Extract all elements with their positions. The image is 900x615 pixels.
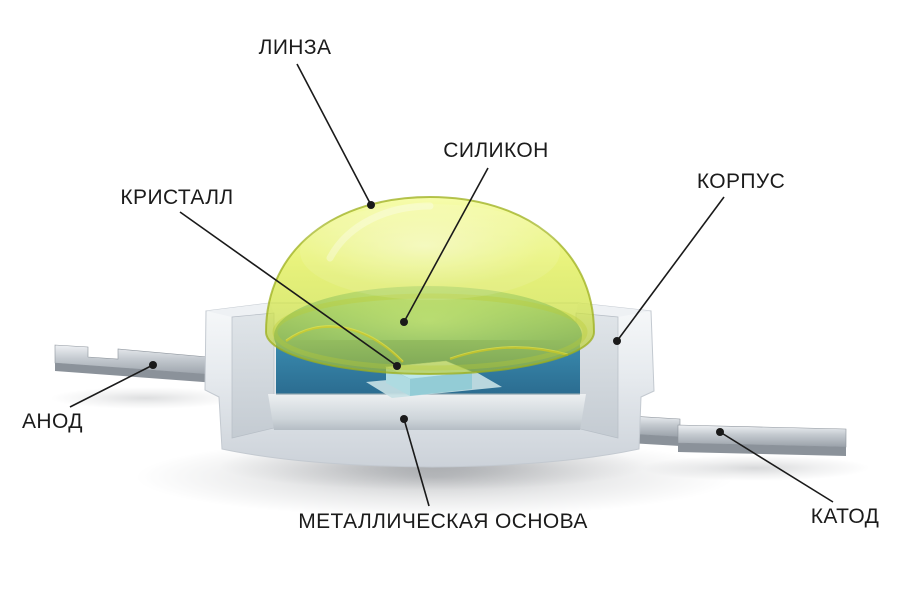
crystal-side (386, 367, 410, 396)
body-pointer-line (616, 196, 725, 342)
leader-dots (149, 201, 724, 436)
label-crystal: КРИСТАЛЛ (120, 186, 234, 209)
lens-base-ring (272, 293, 588, 371)
cathode-lead-outer-edge (678, 443, 846, 456)
label-body: КОРПУС (696, 170, 786, 193)
body-pointer-dot (613, 337, 621, 345)
lens-glow (305, 204, 545, 288)
crystal-front (410, 372, 472, 396)
label-lens: ЛИНЗА (258, 36, 332, 59)
silicone-pointer-dot (400, 318, 408, 326)
cathode-pointer-dot (716, 428, 724, 436)
anode-lead-edge (55, 363, 230, 384)
metal-base-slab (268, 394, 586, 430)
metal-base-pointer-dot (400, 415, 408, 423)
metal-base-pointer-line (403, 418, 430, 507)
label-anode: АНОД (22, 410, 83, 433)
label-cathode: КАТОД (810, 505, 880, 528)
label-silicone: СИЛИКОН (443, 139, 549, 162)
cathode-shadow (640, 455, 870, 481)
anode-pointer-line (69, 364, 154, 408)
label-metal-base: МЕТАЛЛИЧЕСКАЯ ОСНОВА (298, 510, 588, 533)
lens-gloss-crescent (326, 202, 434, 262)
anode-lead (54, 344, 231, 384)
leader-lines (69, 63, 834, 507)
lens-pointer-dot (367, 201, 375, 209)
housing-rim-right (576, 303, 651, 317)
cathode-pointer-line (719, 431, 834, 503)
lens-inner-highlight (300, 204, 560, 300)
silicone-pointer-line (403, 167, 489, 323)
anode-pointer-dot (149, 361, 157, 369)
crystal-pointer-line (179, 211, 398, 367)
crystal-pointer-dot (393, 362, 401, 370)
housing-rim-left (206, 303, 274, 317)
lens-pointer-line (296, 63, 372, 206)
